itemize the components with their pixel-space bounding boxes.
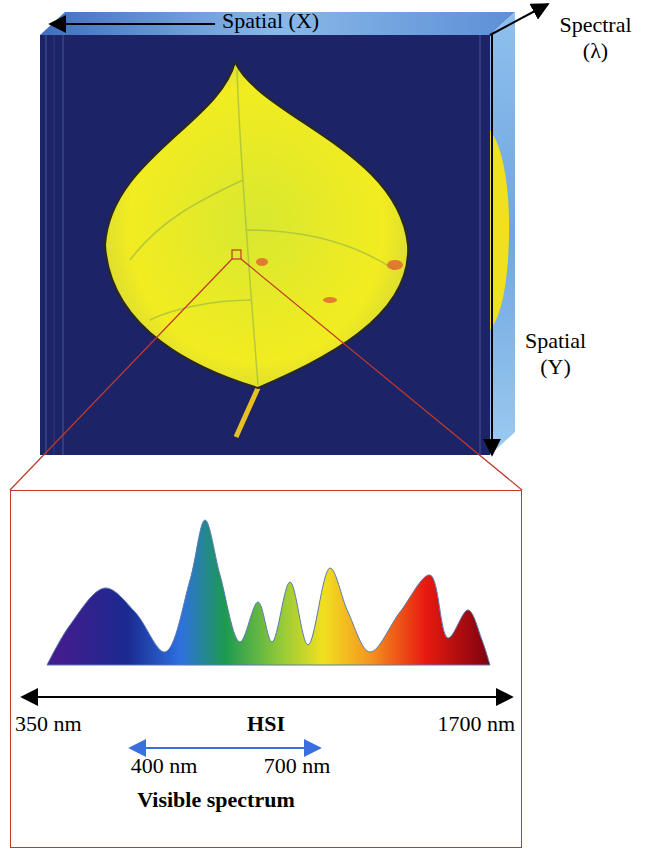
x-axis-arrow — [50, 23, 215, 25]
leaf — [105, 62, 408, 388]
range-title: HSI — [196, 711, 336, 737]
hsi-range-arrow — [22, 696, 512, 698]
wavelength-label: 1700 nm — [399, 711, 515, 737]
axis-label: Spectral (λ) — [548, 12, 643, 65]
spectrum-plot — [47, 520, 490, 665]
visible-range-arrow — [130, 747, 320, 749]
leaf-veins — [130, 70, 395, 385]
axis-label: Spatial (X) — [222, 8, 352, 34]
scan-lines — [46, 35, 480, 455]
y-axis-arrow — [491, 35, 493, 455]
spectrum-callout-box: 350 nm HSI 1700 nm 400 nm 700 nm Visible spec… — [10, 490, 522, 848]
spectrum-curve — [47, 520, 490, 665]
range-title: Visible spectrum — [96, 787, 336, 813]
wavelength-label: 350 nm — [15, 711, 125, 737]
cube-front-face — [40, 35, 490, 455]
callout-line — [10, 259, 232, 490]
pixel-marker — [232, 250, 241, 259]
wavelength-label: 700 nm — [237, 753, 357, 779]
axis-label: Spatial (Y) — [508, 328, 603, 381]
callout-line — [241, 259, 522, 490]
cube-side-face — [490, 12, 515, 455]
leaf-spots — [256, 258, 403, 303]
spectral-axis-arrow — [490, 4, 548, 35]
wavelength-label: 400 nm — [104, 753, 224, 779]
leaf-stem — [236, 388, 258, 437]
